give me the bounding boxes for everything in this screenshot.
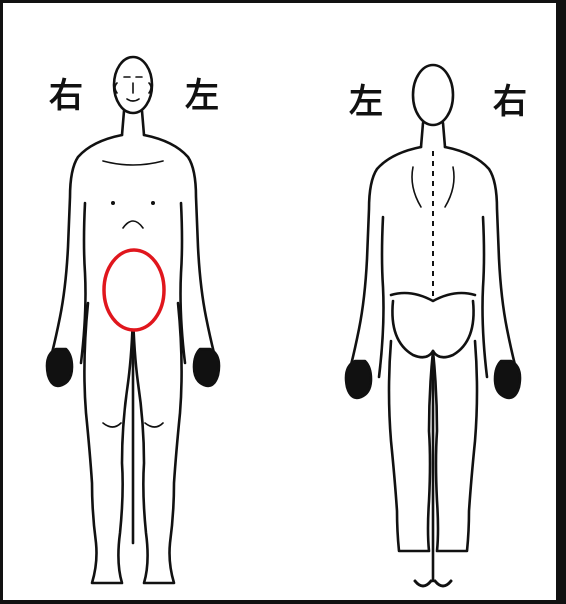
front-left-leg [84, 303, 133, 583]
back-left-leg [389, 341, 433, 551]
back-right-inner-arm [483, 217, 488, 377]
red-circle-marker [104, 250, 164, 330]
front-nipple-right [151, 201, 155, 205]
front-right-hand [194, 349, 219, 386]
back-right-leg [433, 341, 477, 551]
back-neck [421, 123, 445, 147]
back-right-hand [495, 361, 520, 398]
back-right-side-outline [445, 147, 515, 365]
back-head [413, 65, 453, 125]
front-right-leg [133, 303, 182, 583]
front-left-hand [47, 349, 72, 386]
back-left-inner-arm [379, 217, 384, 377]
front-abdomen-arch [123, 221, 143, 228]
front-neck [122, 111, 144, 135]
front-nipple-left [111, 201, 115, 205]
front-chest-line [103, 161, 163, 165]
back-body-figure [333, 51, 533, 599]
front-face [124, 77, 142, 101]
back-buttocks [392, 301, 473, 357]
pain-area-marker [101, 247, 167, 333]
back-left-side-outline [351, 147, 421, 365]
back-left-hand [346, 361, 371, 398]
